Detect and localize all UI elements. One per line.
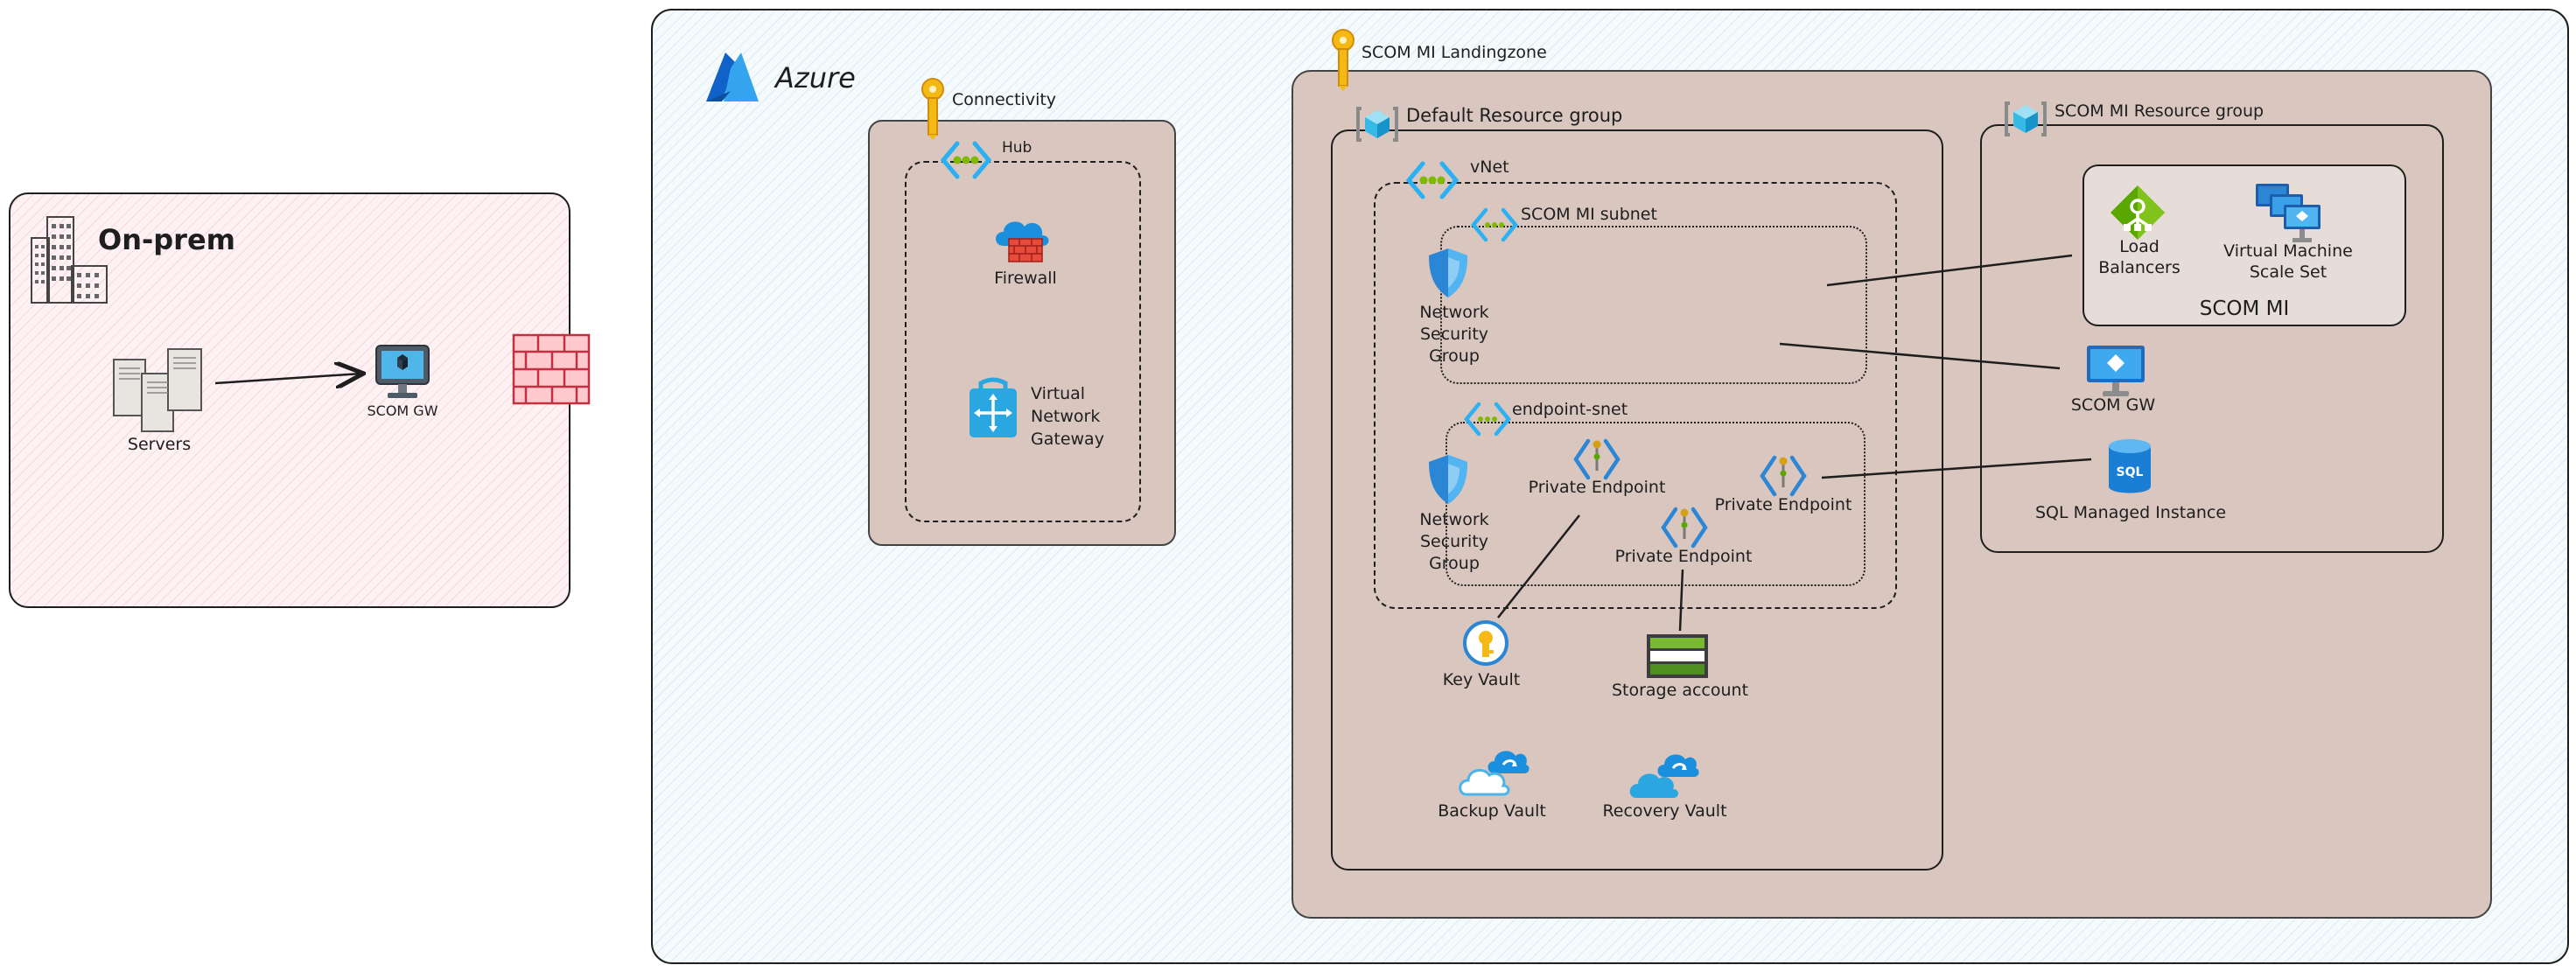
recovery-vault-label: Recovery Vault (1602, 801, 1727, 821)
vmss-label: Virtual Machine Scale Set (2223, 241, 2353, 282)
pe3-icon (1661, 507, 1708, 549)
scom-gw-icon (2087, 346, 2145, 396)
connectivity-key-icon (921, 78, 944, 140)
onprem-container (9, 192, 570, 608)
onprem-title: On-prem (98, 223, 235, 256)
endpoint-snet-label: endpoint-snet (1512, 400, 1628, 419)
load-balancer-icon (2110, 185, 2165, 240)
endpoint-snet-group (1446, 422, 1866, 586)
storage-account-label: Storage account (1611, 681, 1749, 700)
vnet-group (1374, 182, 1897, 609)
onprem-gw-label: SCOM GW (367, 402, 438, 419)
pe2-icon (1760, 455, 1807, 497)
subnet-label: SCOM MI subnet (1521, 205, 1657, 224)
servers-icon (113, 348, 202, 432)
vmss-icon (2256, 184, 2320, 242)
hub-label: Hub (1002, 139, 1032, 157)
connectivity-group (868, 120, 1176, 546)
pe1-to-keyvault-line (1497, 514, 1580, 619)
subnet-to-gw-line (1779, 342, 2061, 370)
pe2-label: Private Endpoint (1714, 495, 1852, 514)
azure-logo-icon (706, 52, 759, 101)
scom-gw-label: SCOM GW (2070, 395, 2156, 415)
subnet-to-lb-line (1826, 254, 2073, 287)
landingzone-key-icon (1332, 29, 1354, 91)
firewall-icon (996, 221, 1049, 262)
vnet-label: vNet (1470, 157, 1509, 177)
building-icon (31, 216, 108, 304)
default-rg-group (1331, 129, 1943, 871)
recovery-vault-icon (1629, 754, 1699, 798)
sql-mi-label: SQL Managed Instance (2034, 503, 2227, 522)
scom-rg-group (1980, 124, 2444, 553)
nsg2-label: Network Security Group (1419, 510, 1489, 573)
vng-icon (970, 377, 1017, 437)
vng-label: Virtual Network Gateway (1031, 384, 1104, 449)
azure-title: Azure (775, 61, 856, 94)
nsg1-label: Network Security Group (1419, 303, 1489, 366)
pe1-label: Private Endpoint (1528, 478, 1666, 497)
scom-rg-title: SCOM MI Resource group (2054, 101, 2264, 121)
default-rg-icon (1356, 107, 1398, 142)
hub-group (905, 161, 1141, 522)
nsg2-icon (1429, 455, 1467, 504)
subnet-icon (1471, 207, 1518, 242)
backup-vault-label: Backup Vault (1438, 801, 1546, 821)
landingzone-title: SCOM MI Landingzone (1362, 43, 1547, 62)
pe2-to-sql-line (1821, 458, 2092, 479)
onprem-gw-icon (375, 345, 430, 398)
hub-vnet-icon (940, 141, 992, 179)
pe3-label: Private Endpoint (1614, 547, 1753, 566)
pe3-to-storage-line (1678, 569, 1684, 632)
backup-vault-icon (1459, 751, 1530, 796)
sql-mi-icon: SQL (2109, 439, 2151, 493)
endpoint-snet-icon (1464, 402, 1511, 437)
firewall-label: Firewall (994, 269, 1057, 288)
keyvault-icon (1463, 620, 1508, 666)
firewall-brick-icon (512, 333, 591, 405)
connectivity-title: Connectivity (952, 90, 1057, 109)
vnet-icon (1405, 161, 1460, 199)
servers-label: Servers (127, 435, 192, 454)
storage-account-icon (1647, 634, 1708, 678)
scom-mi-label: SCOM MI (2199, 297, 2290, 320)
scom-mi-subnet-group (1440, 226, 1867, 384)
keyvault-label: Key Vault (1442, 670, 1521, 689)
svg-text:SQL: SQL (2117, 465, 2144, 479)
load-balancer-label: Load Balancers (2098, 237, 2180, 277)
default-rg-title: Default Resource group (1406, 105, 1623, 126)
scom-rg-icon (2005, 101, 2047, 136)
nsg1-icon (1429, 248, 1467, 297)
pe1-icon (1573, 438, 1620, 480)
servers-to-gw-arrow (214, 374, 361, 383)
